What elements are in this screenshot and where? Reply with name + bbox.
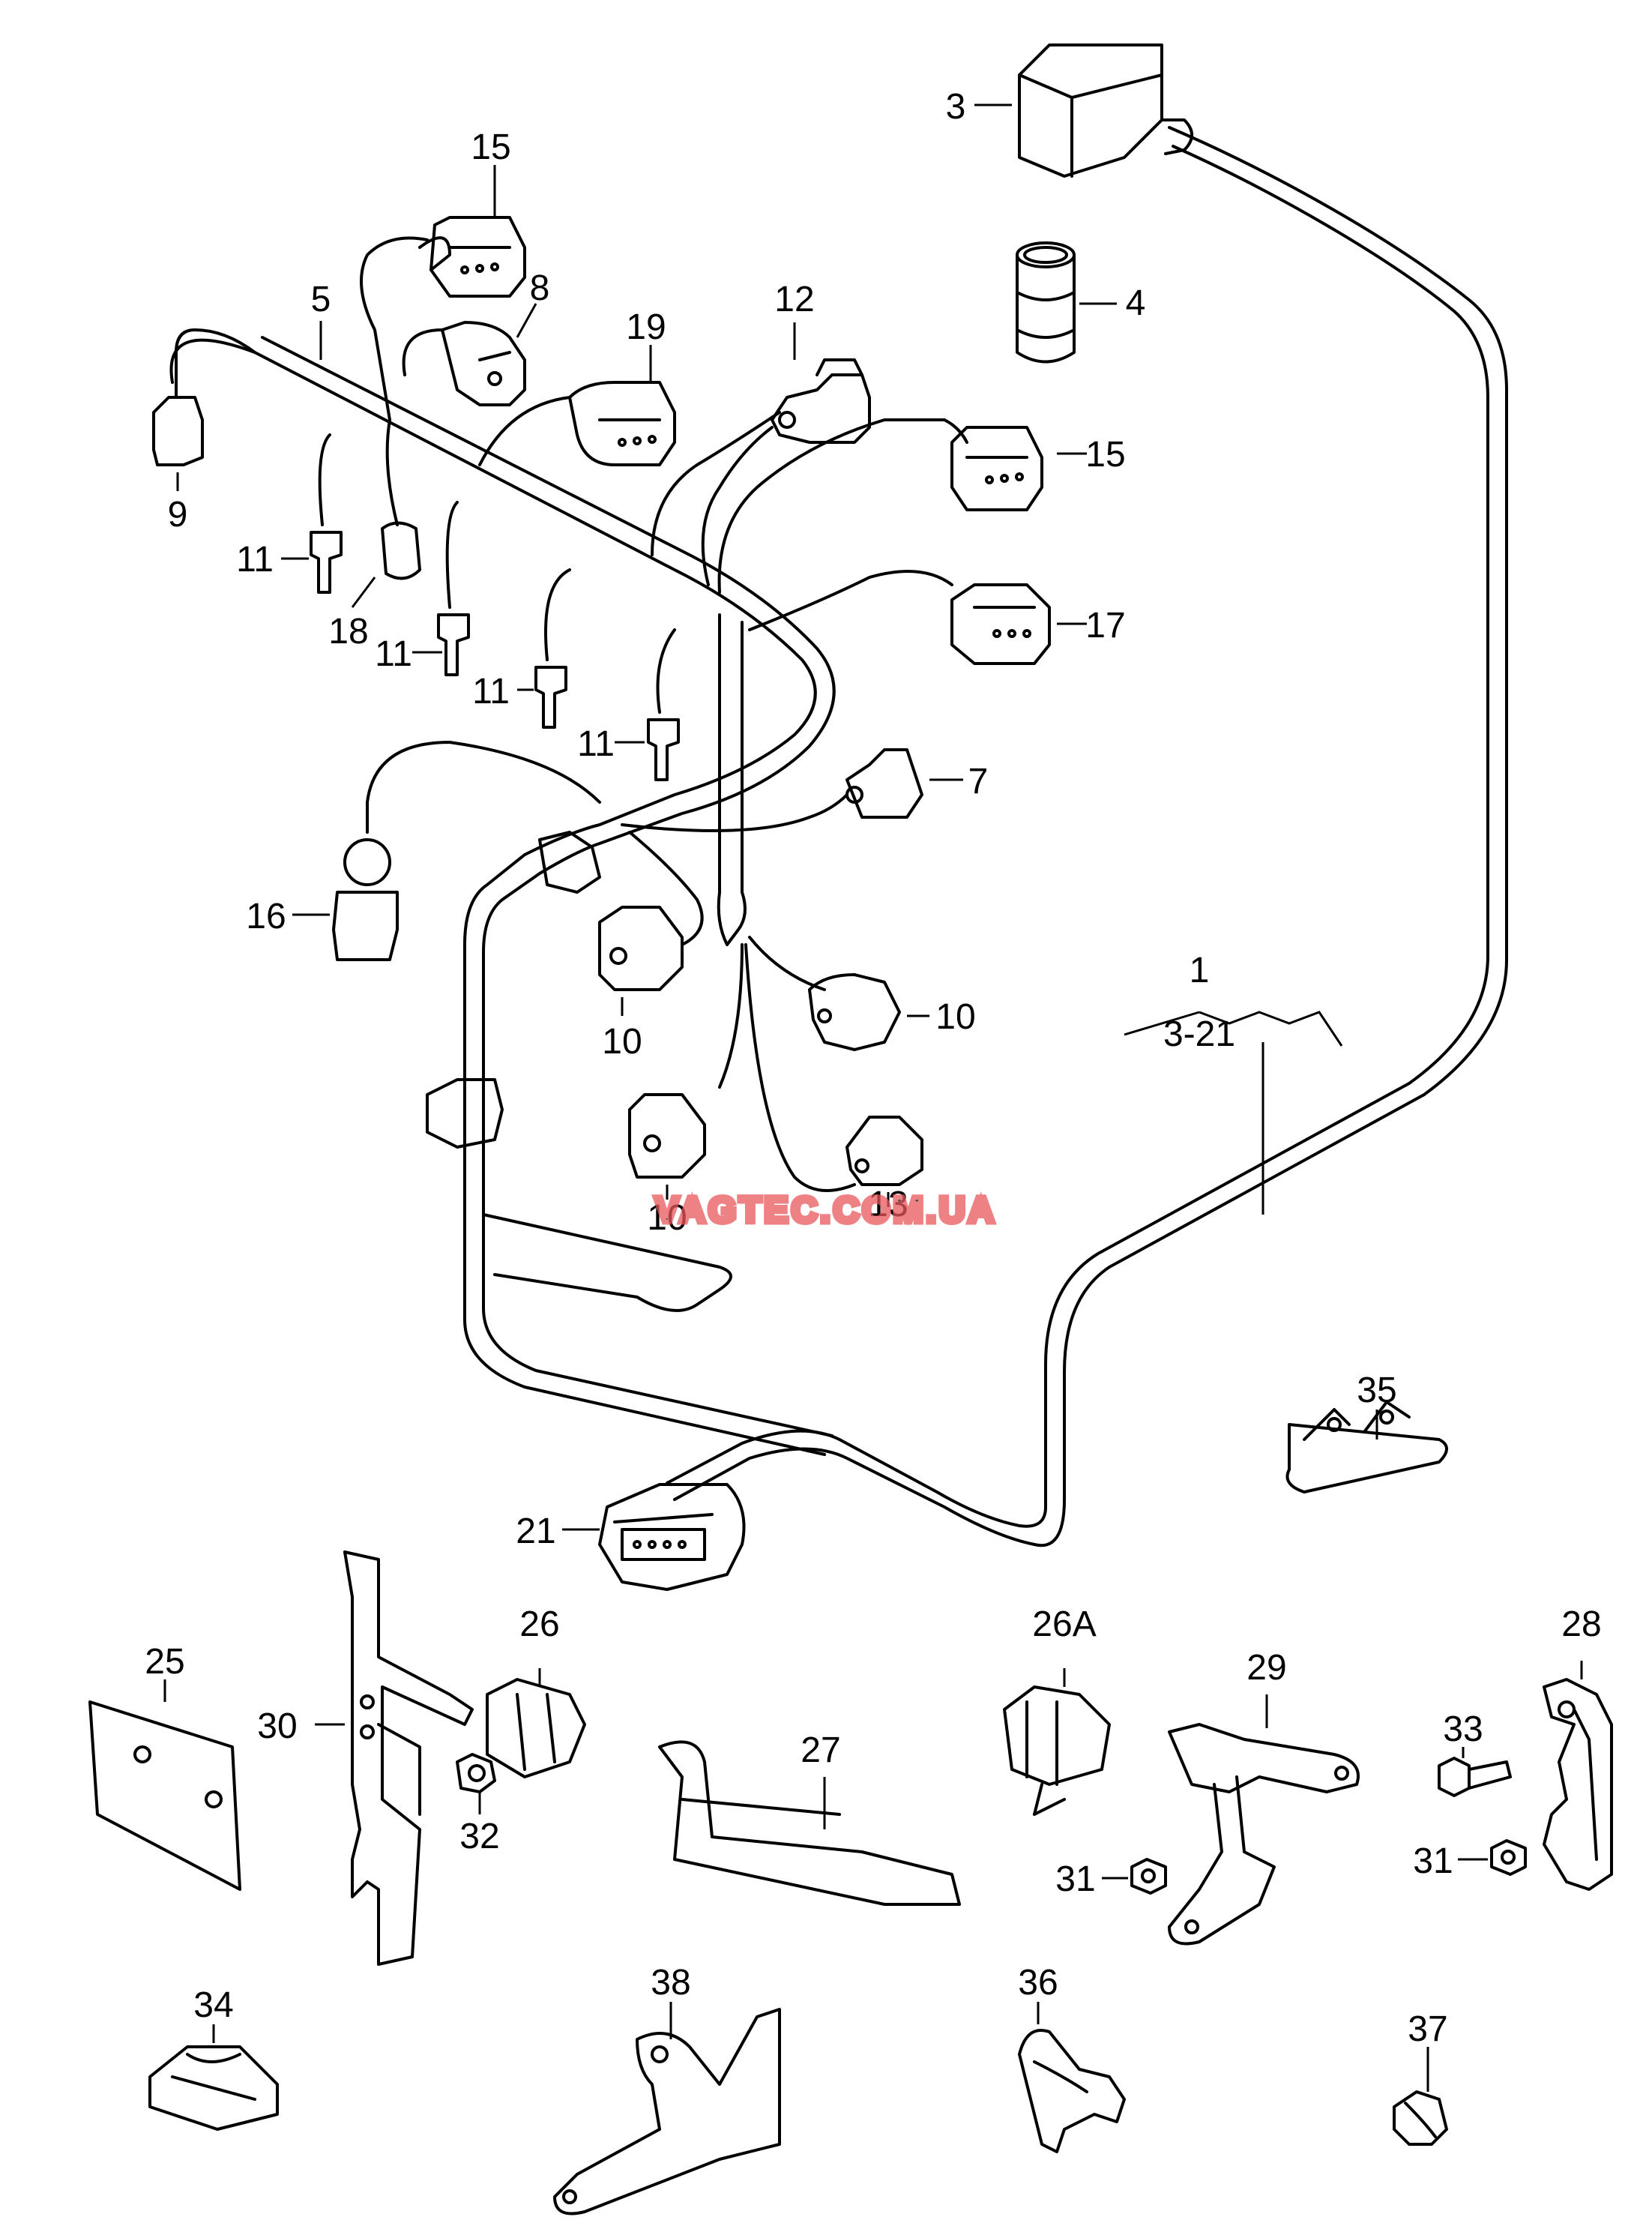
connector-7: [621, 748, 923, 832]
callout-38: 38: [651, 1963, 690, 2003]
bracket-28: [1543, 1678, 1613, 1891]
callout-33: 33: [1443, 1709, 1483, 1749]
connector-17: [748, 570, 1051, 665]
sleeve-4: [1016, 241, 1076, 364]
holder-26: [486, 1678, 586, 1778]
callout-31-right: 31: [1413, 1841, 1453, 1881]
callout-18: 18: [328, 612, 368, 652]
connector-12: [771, 358, 871, 444]
callout-15-right: 15: [1085, 435, 1125, 475]
nut-31-middle: [1130, 1858, 1167, 1895]
callout-labels: 1 3-21 3 4 5 7 8 9 10 10 10 11 11 11 11 …: [145, 87, 1601, 2049]
connector-13: [744, 943, 923, 1192]
callout-34: 34: [193, 1985, 233, 2025]
callout-10-right: 10: [935, 997, 975, 1037]
bolt-33: [1438, 1757, 1512, 1797]
connector-15-top: [360, 216, 526, 421]
callout-4: 4: [1126, 283, 1146, 323]
connector-9: [152, 328, 256, 466]
connector-16: [332, 741, 601, 961]
watermark: VAGTEC.COM.UA: [655, 1191, 997, 1230]
callout-29: 29: [1246, 1648, 1286, 1688]
callout-9: 9: [168, 495, 188, 535]
callout-1-range: 3-21: [1163, 1014, 1235, 1054]
callout-17: 17: [1085, 606, 1125, 646]
callout-21: 21: [516, 1511, 555, 1551]
injector-11-c: [534, 568, 571, 729]
callout-3: 3: [946, 87, 966, 127]
connector-21: [598, 1483, 746, 1591]
bracket-27: [658, 1740, 961, 1906]
main-harness-cable: [463, 126, 1508, 1547]
bracket-38: [553, 2008, 781, 2216]
clip-37: [1393, 2090, 1448, 2146]
callout-28: 28: [1561, 1604, 1601, 1644]
callout-11-c: 11: [472, 672, 510, 712]
clip-36: [1018, 2029, 1126, 2153]
callout-15-top: 15: [471, 127, 510, 167]
callout-26: 26: [519, 1604, 559, 1644]
callout-5: 5: [311, 280, 331, 319]
callout-12: 12: [774, 280, 814, 319]
callout-10-left: 10: [602, 1022, 642, 1062]
sensor-18: [381, 418, 421, 580]
callout-25: 25: [145, 1642, 184, 1682]
callout-36: 36: [1018, 1963, 1058, 2003]
callout-32: 32: [459, 1817, 499, 1856]
bracket-30: [343, 1550, 474, 1966]
callout-19: 19: [626, 307, 666, 347]
holder-26A: [1003, 1685, 1111, 1816]
plate-25: [88, 1700, 241, 1891]
nut-32: [456, 1753, 496, 1793]
connector-10-bottom: [628, 943, 744, 1179]
callout-11-d: 11: [577, 724, 615, 764]
leader-lines: [163, 103, 1583, 2092]
harness-grommet: [426, 831, 601, 1149]
callout-35: 35: [1357, 1371, 1396, 1410]
callout-30: 30: [257, 1706, 297, 1746]
callout-10-bottom: 10: [647, 1198, 687, 1238]
connector-10-right: [748, 936, 901, 1051]
injector-11-b: [437, 501, 470, 676]
injector-11-d: [647, 628, 680, 781]
callout-7: 7: [968, 762, 989, 801]
callout-37: 37: [1408, 2009, 1447, 2049]
clip-35: [1285, 1401, 1448, 1493]
clip-34: [148, 2045, 279, 2131]
callout-11-b: 11: [375, 634, 412, 674]
callout-11-a: 11: [236, 540, 274, 580]
callout-27: 27: [801, 1730, 840, 1770]
callout-1: 1: [1190, 951, 1210, 990]
injector-11-a: [310, 433, 343, 594]
bracket-29: [1168, 1723, 1360, 1946]
callout-8: 8: [530, 268, 550, 308]
callout-16: 16: [246, 897, 286, 936]
connector-19: [478, 381, 676, 466]
connector-3: [1018, 43, 1193, 178]
connector-8: [402, 321, 526, 406]
callout-31-middle: 31: [1055, 1859, 1095, 1899]
nut-31-right: [1490, 1839, 1527, 1876]
connector-10-left: [598, 831, 704, 991]
callout-13: 13: [868, 1185, 908, 1224]
callout-26A: 26A: [1032, 1604, 1096, 1644]
connector-15-right: [943, 418, 1043, 511]
